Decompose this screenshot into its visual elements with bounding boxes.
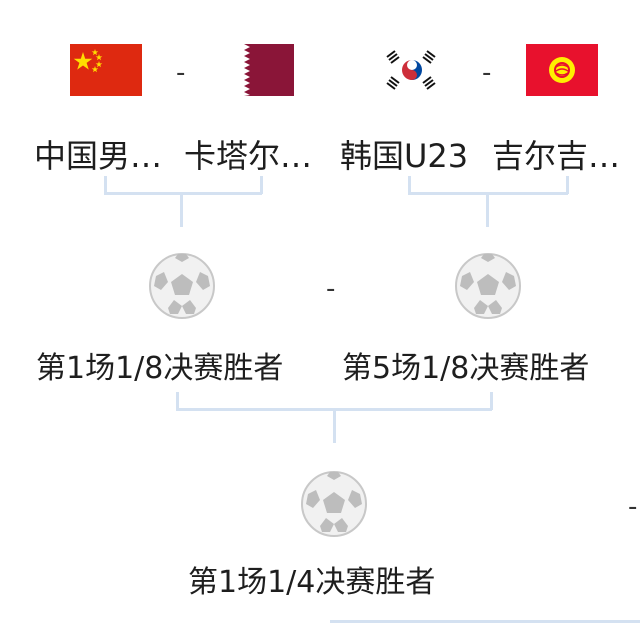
china-flag-icon bbox=[70, 44, 142, 96]
bracket-connector bbox=[104, 192, 262, 195]
bracket-connector bbox=[566, 176, 569, 194]
match-separator: - bbox=[176, 58, 186, 88]
qatar-flag-icon bbox=[222, 44, 294, 96]
bracket-connector bbox=[490, 392, 493, 410]
team-name-korea-u23: 韩国U23 bbox=[340, 137, 469, 175]
bracket-connector bbox=[333, 409, 336, 443]
korea-flag-icon bbox=[376, 44, 448, 96]
match-separator: - bbox=[482, 58, 492, 88]
qf-team-b-label: 第5场1/8决赛胜者 bbox=[342, 351, 590, 386]
match-separator: - bbox=[628, 492, 638, 522]
bracket-connector bbox=[180, 193, 183, 227]
soccer-ball-icon bbox=[149, 253, 215, 319]
sf-team-a-label: 第1场1/4决赛胜者 bbox=[188, 565, 436, 600]
soccer-ball-icon bbox=[455, 253, 521, 319]
bracket-connector bbox=[486, 193, 489, 227]
match-separator: - bbox=[326, 274, 336, 304]
team-name-qatar: 卡塔尔… bbox=[184, 137, 313, 175]
team-name-kyrgyzstan: 吉尔吉… bbox=[492, 137, 621, 175]
bracket-connector bbox=[176, 392, 179, 410]
soccer-ball-icon bbox=[301, 471, 367, 537]
bracket-connector bbox=[260, 176, 263, 194]
kyrgyzstan-flag-icon bbox=[526, 44, 598, 96]
bracket-connector bbox=[104, 176, 107, 194]
qf-team-a-label: 第1场1/8决赛胜者 bbox=[36, 351, 284, 386]
bracket-connector bbox=[330, 620, 640, 623]
bracket-connector bbox=[408, 176, 411, 194]
team-name-china: 中国男… bbox=[34, 137, 163, 175]
